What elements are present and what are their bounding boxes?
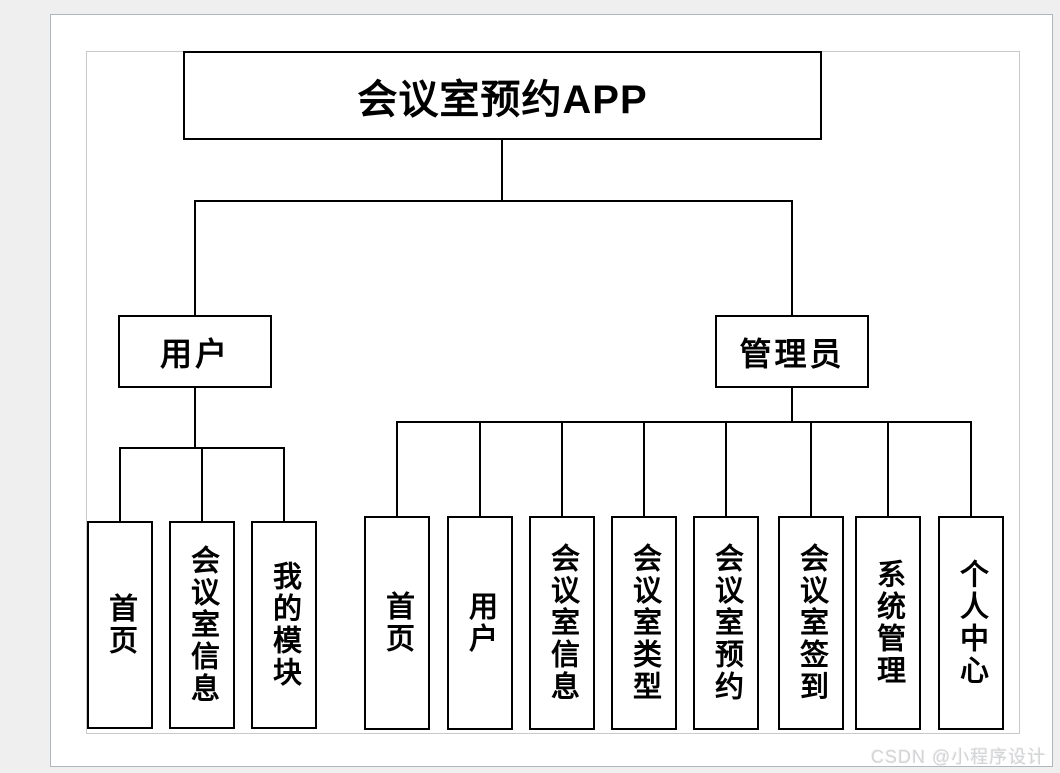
node-admin-meeting-room-checkin: 会议室签到 bbox=[778, 516, 844, 730]
node-user-meeting-room-info: 会议室信息 bbox=[169, 521, 235, 729]
node-admin-meeting-room-booking: 会议室预约 bbox=[693, 516, 759, 730]
node-branch-admin: 管理员 bbox=[715, 315, 869, 388]
leaf-label: 会议室预约 bbox=[710, 543, 743, 703]
node-admin-system-management: 系统管理 bbox=[855, 516, 921, 730]
leaf-label: 首页 bbox=[104, 593, 137, 657]
csdn-watermark: CSDN @小程序设计 bbox=[871, 747, 1047, 767]
node-user-home: 首页 bbox=[87, 521, 153, 729]
node-app-title: 会议室预约APP bbox=[183, 51, 822, 140]
node-branch-user: 用户 bbox=[118, 315, 272, 388]
node-admin-personal-center: 个人中心 bbox=[938, 516, 1004, 730]
leaf-label: 会议室签到 bbox=[795, 543, 828, 703]
leaf-label: 首页 bbox=[381, 591, 414, 655]
node-admin-meeting-room-type: 会议室类型 bbox=[611, 516, 677, 730]
node-admin-meeting-room-info: 会议室信息 bbox=[529, 516, 595, 730]
node-admin-users: 用户 bbox=[447, 516, 513, 730]
node-user-my-module: 我的模块 bbox=[251, 521, 317, 729]
leaf-label: 我的模块 bbox=[268, 561, 301, 689]
leaf-label: 会议室信息 bbox=[546, 543, 579, 703]
leaf-label: 系统管理 bbox=[872, 559, 905, 687]
node-admin-home: 首页 bbox=[364, 516, 430, 730]
leaf-label: 个人中心 bbox=[955, 559, 988, 687]
leaf-label: 会议室信息 bbox=[186, 545, 219, 705]
leaf-label: 用户 bbox=[464, 591, 497, 655]
leaf-label: 会议室类型 bbox=[628, 543, 661, 703]
